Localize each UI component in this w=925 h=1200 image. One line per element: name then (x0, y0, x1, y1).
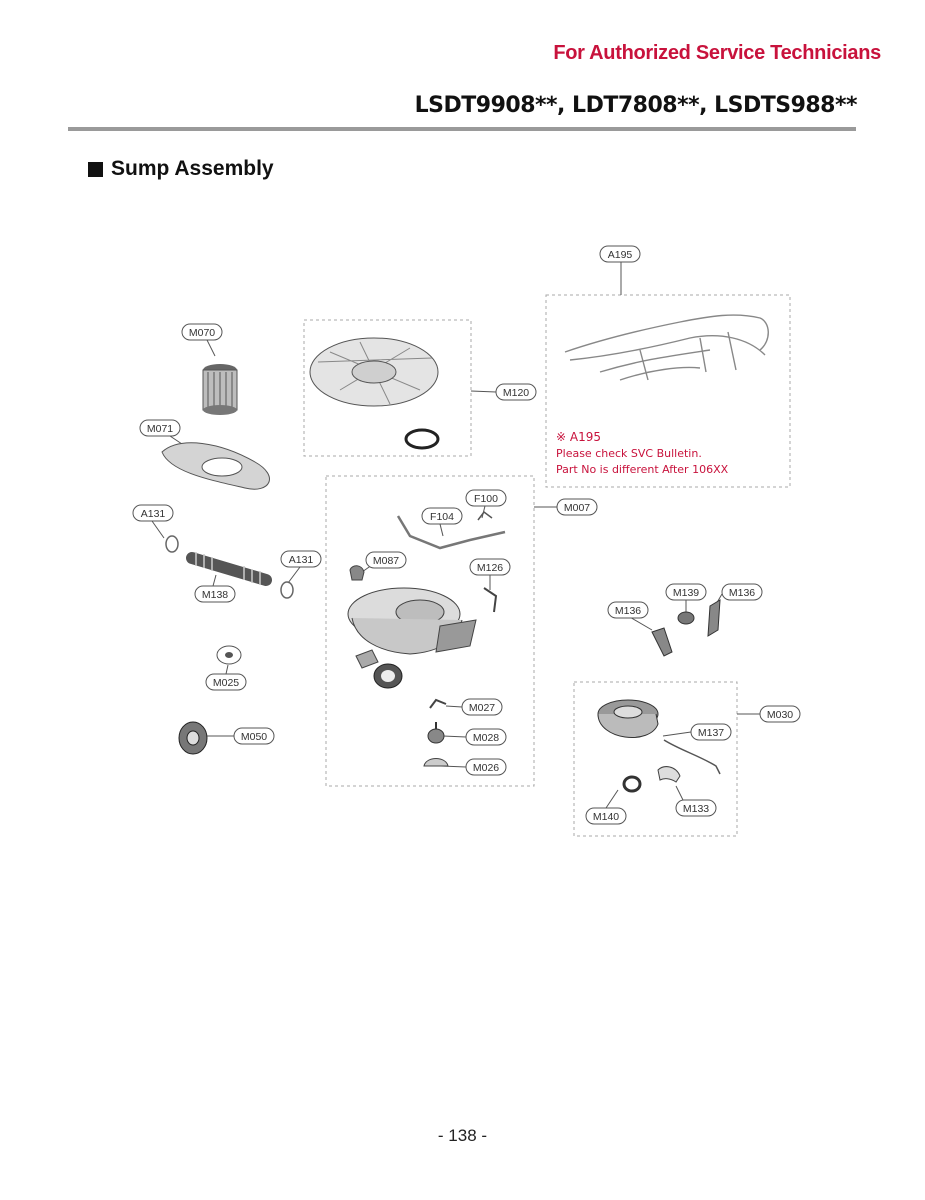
m007-sump-drawing (347, 510, 506, 689)
label-m137: M137 (698, 727, 724, 739)
m071-gasket-drawing (161, 442, 270, 490)
label-m071: M071 (147, 423, 173, 435)
label-a195: A195 (608, 249, 633, 261)
label-m126: M126 (477, 562, 503, 574)
section-bullet-icon (88, 161, 103, 177)
a131-ring-left-drawing (165, 535, 179, 553)
label-m030: M030 (767, 709, 793, 721)
m030-pump-motor-drawing (597, 699, 721, 793)
label-m087: M087 (373, 555, 399, 567)
label-m028: M028 (473, 732, 499, 744)
label-m007: M007 (564, 502, 590, 514)
label-m027: M027 (469, 702, 495, 714)
m027-m028-m026-parts-drawing (423, 698, 449, 767)
label-m025: M025 (213, 677, 239, 689)
m138-hose-drawing (186, 552, 272, 586)
section-title: Sump Assembly (111, 157, 274, 180)
m050-impeller-drawing (178, 721, 208, 755)
label-m139: M139 (673, 587, 699, 599)
label-m026: M026 (473, 762, 499, 774)
label-m070: M070 (189, 327, 215, 339)
label-a131-left: A131 (141, 508, 166, 520)
m139-m136-clips-drawing (651, 599, 721, 657)
label-m136-right: M136 (729, 587, 755, 599)
a195-wire-harness-drawing (564, 314, 769, 381)
label-m133: M133 (683, 803, 709, 815)
a131-ring-right-drawing (280, 581, 294, 599)
header-divider (68, 127, 856, 131)
label-m138: M138 (202, 589, 228, 601)
label-m120: M120 (503, 387, 529, 399)
section-heading: Sump Assembly (88, 157, 274, 181)
label-m140: M140 (593, 811, 619, 823)
m007-group-box (325, 475, 535, 787)
m120-group-box (303, 319, 472, 457)
m070-filter-drawing (202, 364, 238, 415)
label-f100: F100 (474, 493, 498, 505)
m025-seal-drawing (216, 645, 242, 665)
note-ref: ※ A195 (556, 430, 601, 444)
label-m136-left: M136 (615, 605, 641, 617)
page-number: - 138 - (437, 1126, 488, 1145)
m120-filter-plate-drawing (309, 337, 440, 450)
m030-group-box (573, 681, 738, 837)
a195-group-box (545, 294, 791, 488)
label-a131-right: A131 (289, 554, 314, 566)
label-m050: M050 (241, 731, 267, 743)
authorized-technicians-banner: For Authorized Service Technicians (553, 42, 881, 64)
model-numbers-title: LSDT9908**, LDT7808**, LSDTS988** (414, 93, 858, 118)
note-line-2: Part No is different After 106XX (556, 463, 729, 476)
label-f104: F104 (430, 511, 454, 523)
note-line-1: Please check SVC Bulletin. (556, 447, 702, 460)
